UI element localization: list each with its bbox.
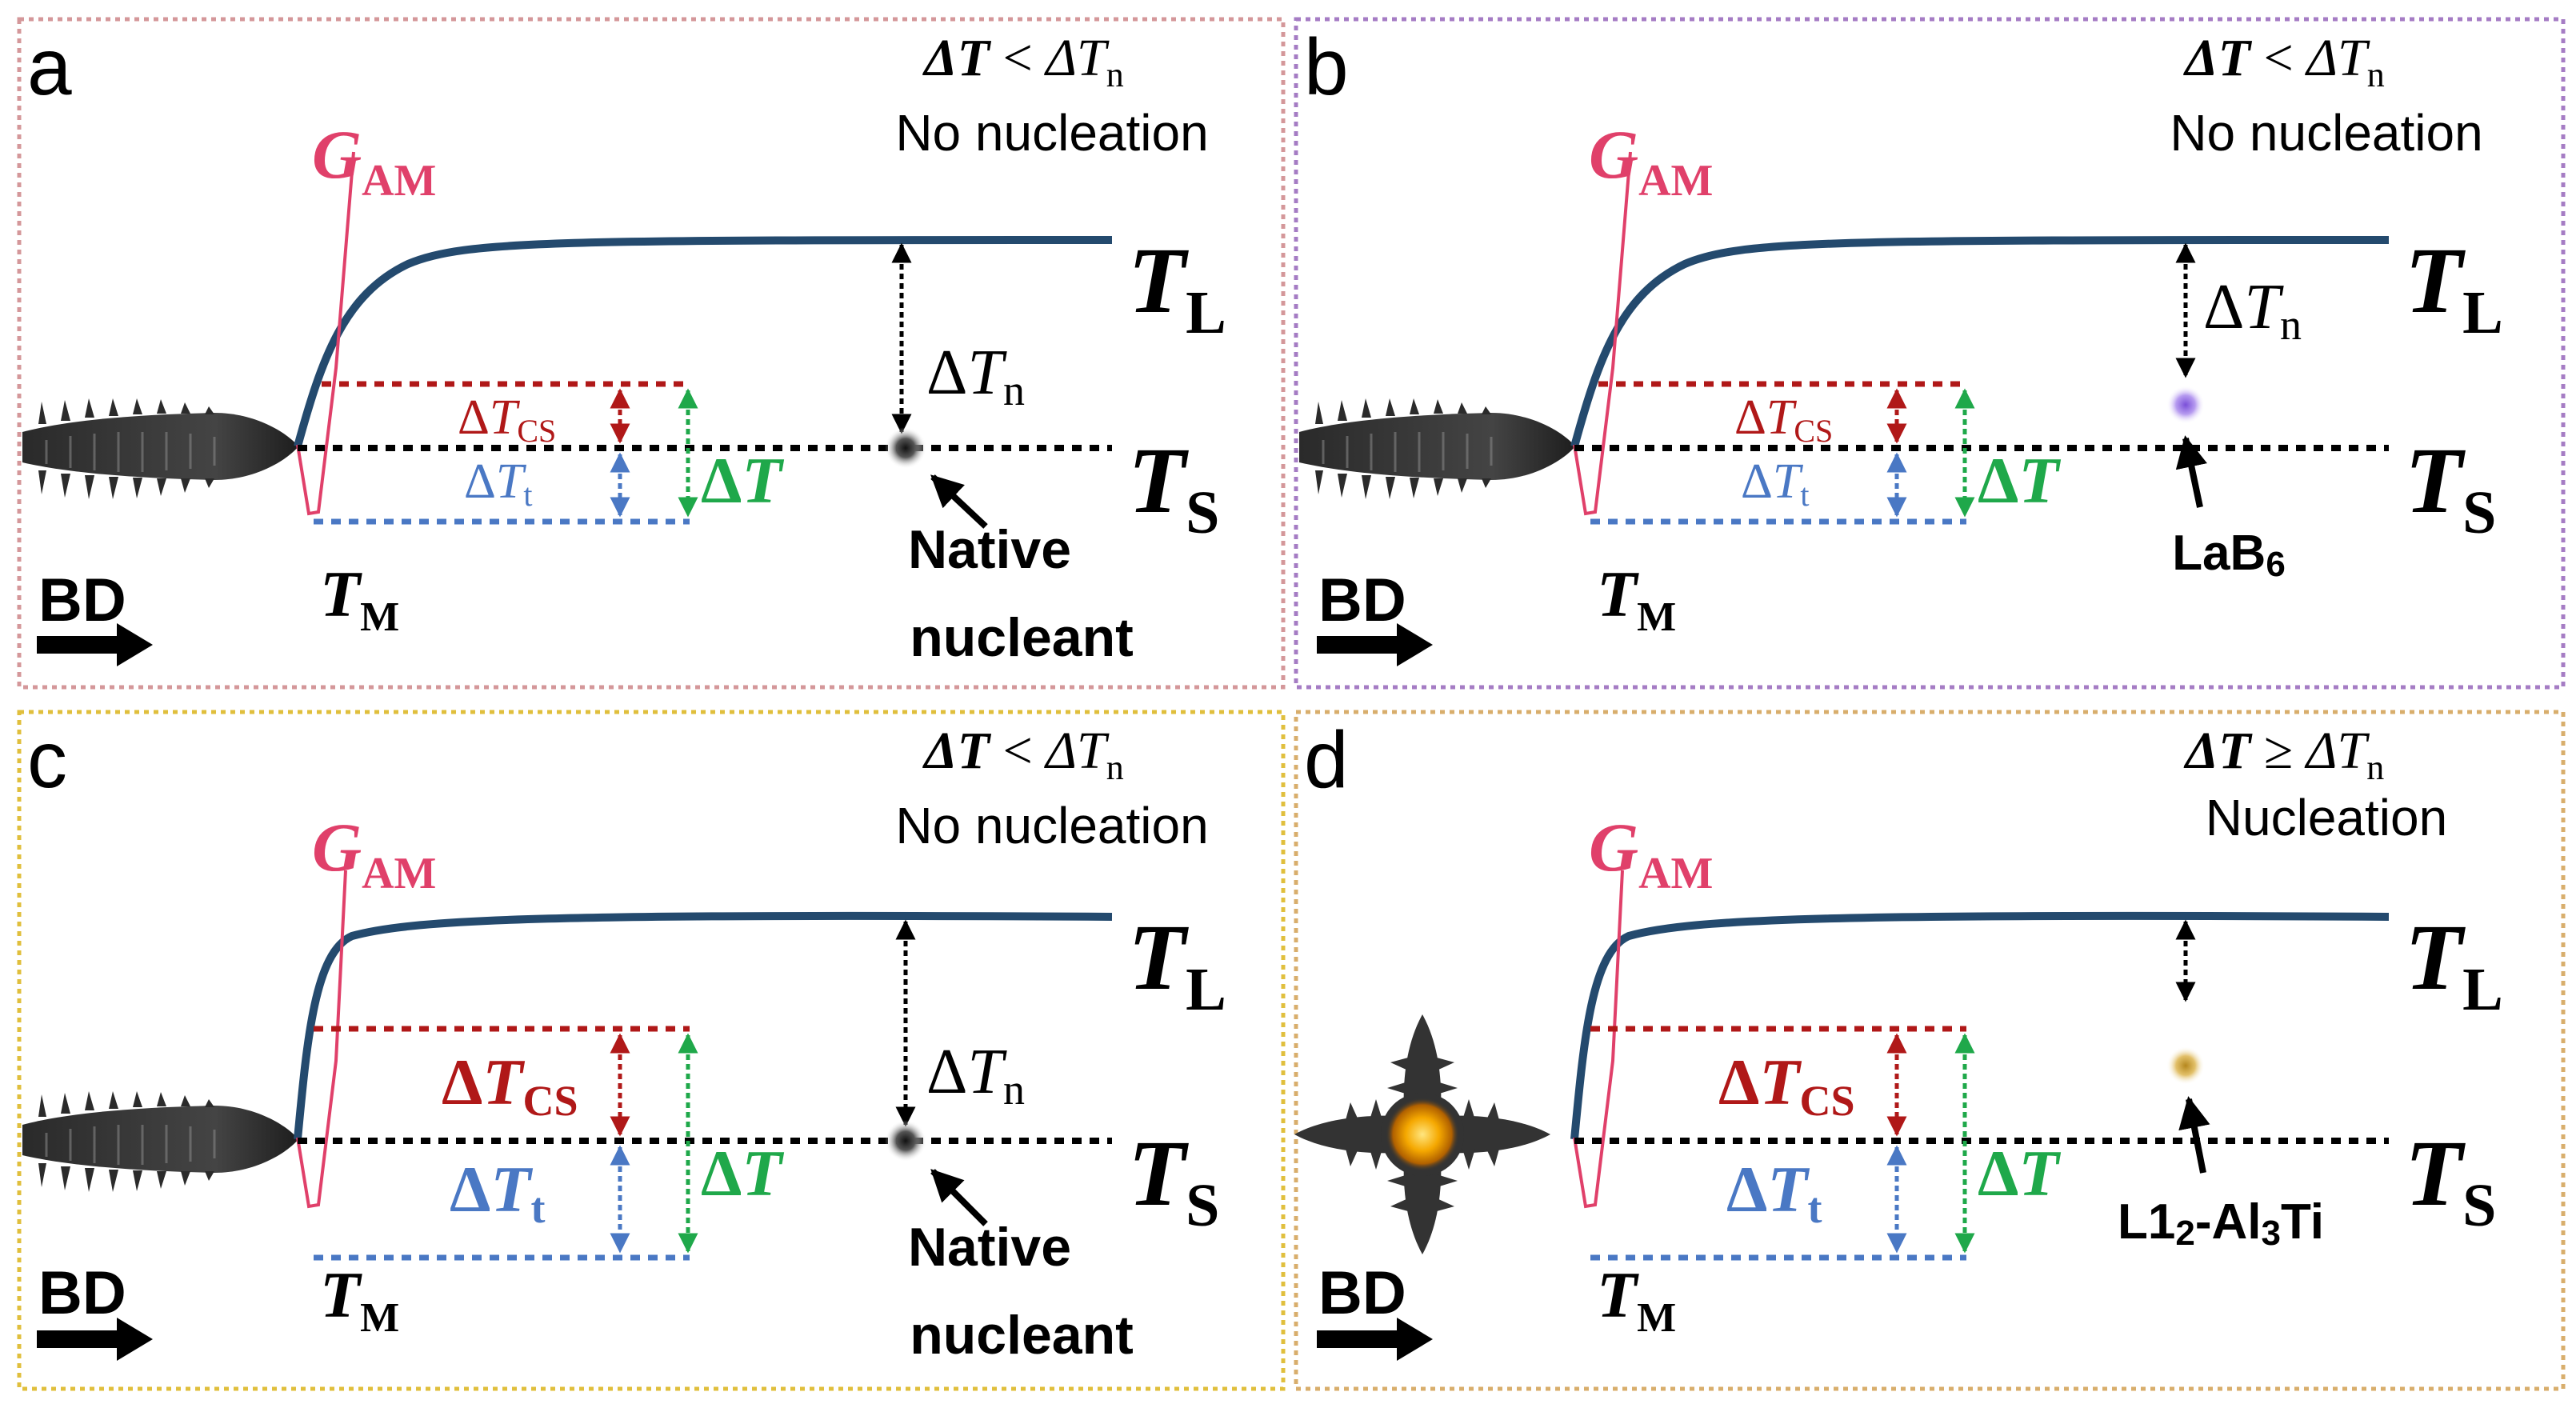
TL-label: TL: [1128, 228, 1226, 346]
panel-c-border: [17, 710, 1286, 1391]
panel-b-border: [1294, 17, 2566, 690]
TM-label: TM: [320, 558, 399, 640]
nucleant-label: L12-Al3Ti: [2118, 1194, 2324, 1253]
panel-d-status: Nucleation: [2206, 789, 2447, 846]
dT-label: ΔT: [701, 1137, 784, 1210]
liquidus-curve: [1570, 236, 2390, 448]
bd-label: BD: [38, 566, 126, 634]
liquidus-curve: [1570, 911, 2390, 1140]
native-nucleant-particle: [885, 1120, 926, 1162]
panel-a-letter: a: [27, 22, 72, 112]
nucleant-label-line1: Native: [908, 519, 1071, 580]
dT-n-label: ΔTn: [926, 338, 1025, 414]
panel-c-status: No nucleation: [895, 797, 1208, 854]
panel-a-condition: ΔT < ΔTn: [922, 29, 1123, 94]
nucleant-pointer-arrow: [2178, 1096, 2210, 1174]
panel-d-letter: d: [1304, 715, 1349, 805]
dT-cs-label: ΔTCS: [442, 1046, 578, 1125]
panel-d-border: [1294, 710, 2566, 1391]
TL-label: TL: [1128, 905, 1226, 1023]
dT-t-label: ΔTt: [1726, 1153, 1822, 1232]
TM-label: TM: [320, 1258, 399, 1341]
panel-c: c ΔT < ΔTn No nucleation GAM ΔTCS ΔTt ΔT…: [17, 710, 1286, 1391]
bd-label: BD: [1318, 1259, 1406, 1327]
al3ti-particle: [2166, 1046, 2205, 1085]
TS-label: TS: [1128, 428, 1219, 546]
panel-d-condition: ΔT ≥ ΔTn: [2183, 722, 2384, 787]
equiaxed-dendrite-icon: [1294, 1014, 1550, 1254]
dT-t-label: ΔTt: [464, 454, 532, 513]
nucleant-pointer-arrow: [930, 1169, 988, 1226]
TM-label: TM: [1597, 1258, 1676, 1341]
nucleant-label: LaB6: [2172, 526, 2286, 584]
dT-cs-label: ΔTCS: [458, 390, 556, 449]
nucleant-pointer-arrow: [2175, 435, 2207, 508]
panel-a: a ΔT < ΔTn No nucleation GAM ΔTCS ΔTt ΔT…: [17, 17, 1286, 690]
dT-t-label: ΔTt: [450, 1153, 546, 1232]
panel-c-gradient-label: GAM: [312, 809, 436, 898]
dT-label: ΔT: [701, 444, 784, 517]
liquidus-curve: [294, 911, 1113, 1140]
nucleant-pointer-arrow: [930, 474, 988, 529]
panel-b-letter: b: [1304, 22, 1349, 112]
TS-label: TS: [1128, 1121, 1219, 1239]
panel-b: b ΔT < ΔTn No nucleation GAM ΔTCS ΔTt ΔT…: [1294, 17, 2566, 690]
gradient-line: [296, 870, 347, 1209]
nucleant-label-line1: Native: [908, 1217, 1071, 1278]
panel-c-condition: ΔT < ΔTn: [922, 722, 1123, 787]
lab6-particle: [2166, 386, 2205, 424]
gradient-line: [1573, 870, 1624, 1209]
liquidus-curve: [294, 236, 1113, 448]
dT-t-label: ΔTt: [1741, 454, 1809, 513]
columnar-dendrite-icon: [21, 397, 300, 501]
panel-b-gradient-label: GAM: [1589, 116, 1713, 206]
panel-a-gradient-label: GAM: [312, 116, 436, 206]
panel-b-status: No nucleation: [2170, 104, 2482, 162]
panel-a-border: [17, 17, 1286, 690]
dT-label: ΔT: [1978, 1137, 2061, 1210]
bd-label: BD: [38, 1259, 126, 1327]
bd-label: BD: [1318, 566, 1406, 634]
dT-n-label: ΔTn: [926, 1037, 1025, 1114]
panel-c-letter: c: [27, 715, 67, 805]
columnar-dendrite-icon: [1298, 397, 1577, 501]
TS-label: TS: [2405, 428, 2496, 546]
native-nucleant-particle: [885, 427, 926, 469]
TL-label: TL: [2405, 905, 2503, 1023]
TS-label: TS: [2405, 1121, 2496, 1239]
TL-label: TL: [2405, 228, 2503, 346]
nucleant-label-line2: nucleant: [910, 607, 1134, 668]
dT-label: ΔT: [1978, 444, 2061, 517]
dT-cs-label: ΔTCS: [1718, 1046, 1855, 1125]
panel-a-status: No nucleation: [895, 104, 1208, 162]
gradient-line: [1573, 151, 1632, 516]
panel-d-gradient-label: GAM: [1589, 809, 1713, 898]
dT-cs-label: ΔTCS: [1734, 390, 1833, 449]
panel-b-condition: ΔT < ΔTn: [2182, 29, 2384, 94]
gradient-line: [296, 151, 355, 516]
columnar-dendrite-icon: [21, 1090, 300, 1194]
TM-label: TM: [1597, 558, 1676, 640]
panel-d: d ΔT ≥ ΔTn Nucleation GAM ΔTC: [1294, 710, 2566, 1391]
nucleant-label-line2: nucleant: [910, 1305, 1134, 1366]
dT-n-label: ΔTn: [2203, 272, 2302, 349]
